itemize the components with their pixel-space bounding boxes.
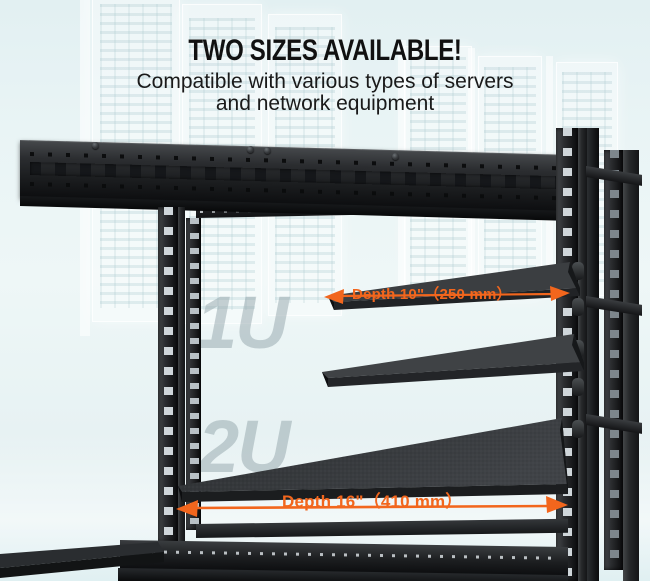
dimension-label-depth-10: Depth 10"（250 mm） [352, 286, 512, 303]
rack-rail-left-front [158, 207, 178, 542]
shelf-1u-lower [312, 334, 590, 400]
shelf-2u [176, 418, 576, 522]
subtitle-line-2: and network equipment [215, 92, 435, 115]
screw [392, 153, 399, 160]
dimension-arrow-depth-16 [176, 496, 568, 518]
rack-rail-left-front-edge [178, 207, 185, 542]
rail-mounting-holes [189, 218, 199, 530]
rack-left-bottom-wedge [0, 536, 170, 581]
rack-rail-right-rear [604, 150, 623, 570]
rack-rail-left-rear [186, 218, 201, 530]
screw [92, 142, 99, 149]
rack-post-right-inner [587, 128, 599, 581]
rail-clip [572, 378, 584, 396]
rail-clip [572, 420, 584, 438]
dimension-label-depth-16: Depth 16"（410 mm） [282, 492, 463, 511]
rack-post-far-right [623, 150, 639, 581]
screw [247, 146, 254, 153]
rail-mounting-holes [609, 150, 619, 570]
watermark-1u: 1U [196, 281, 289, 364]
subtitle-line-1: Compatible with various types of servers [136, 70, 514, 93]
rail-clip [572, 298, 584, 316]
dimension-arrow-depth-10 [324, 286, 570, 306]
rail-mounting-holes [164, 207, 173, 542]
page-title: TWO SIZES AVAILABLE! [188, 34, 462, 67]
screw [264, 147, 271, 154]
